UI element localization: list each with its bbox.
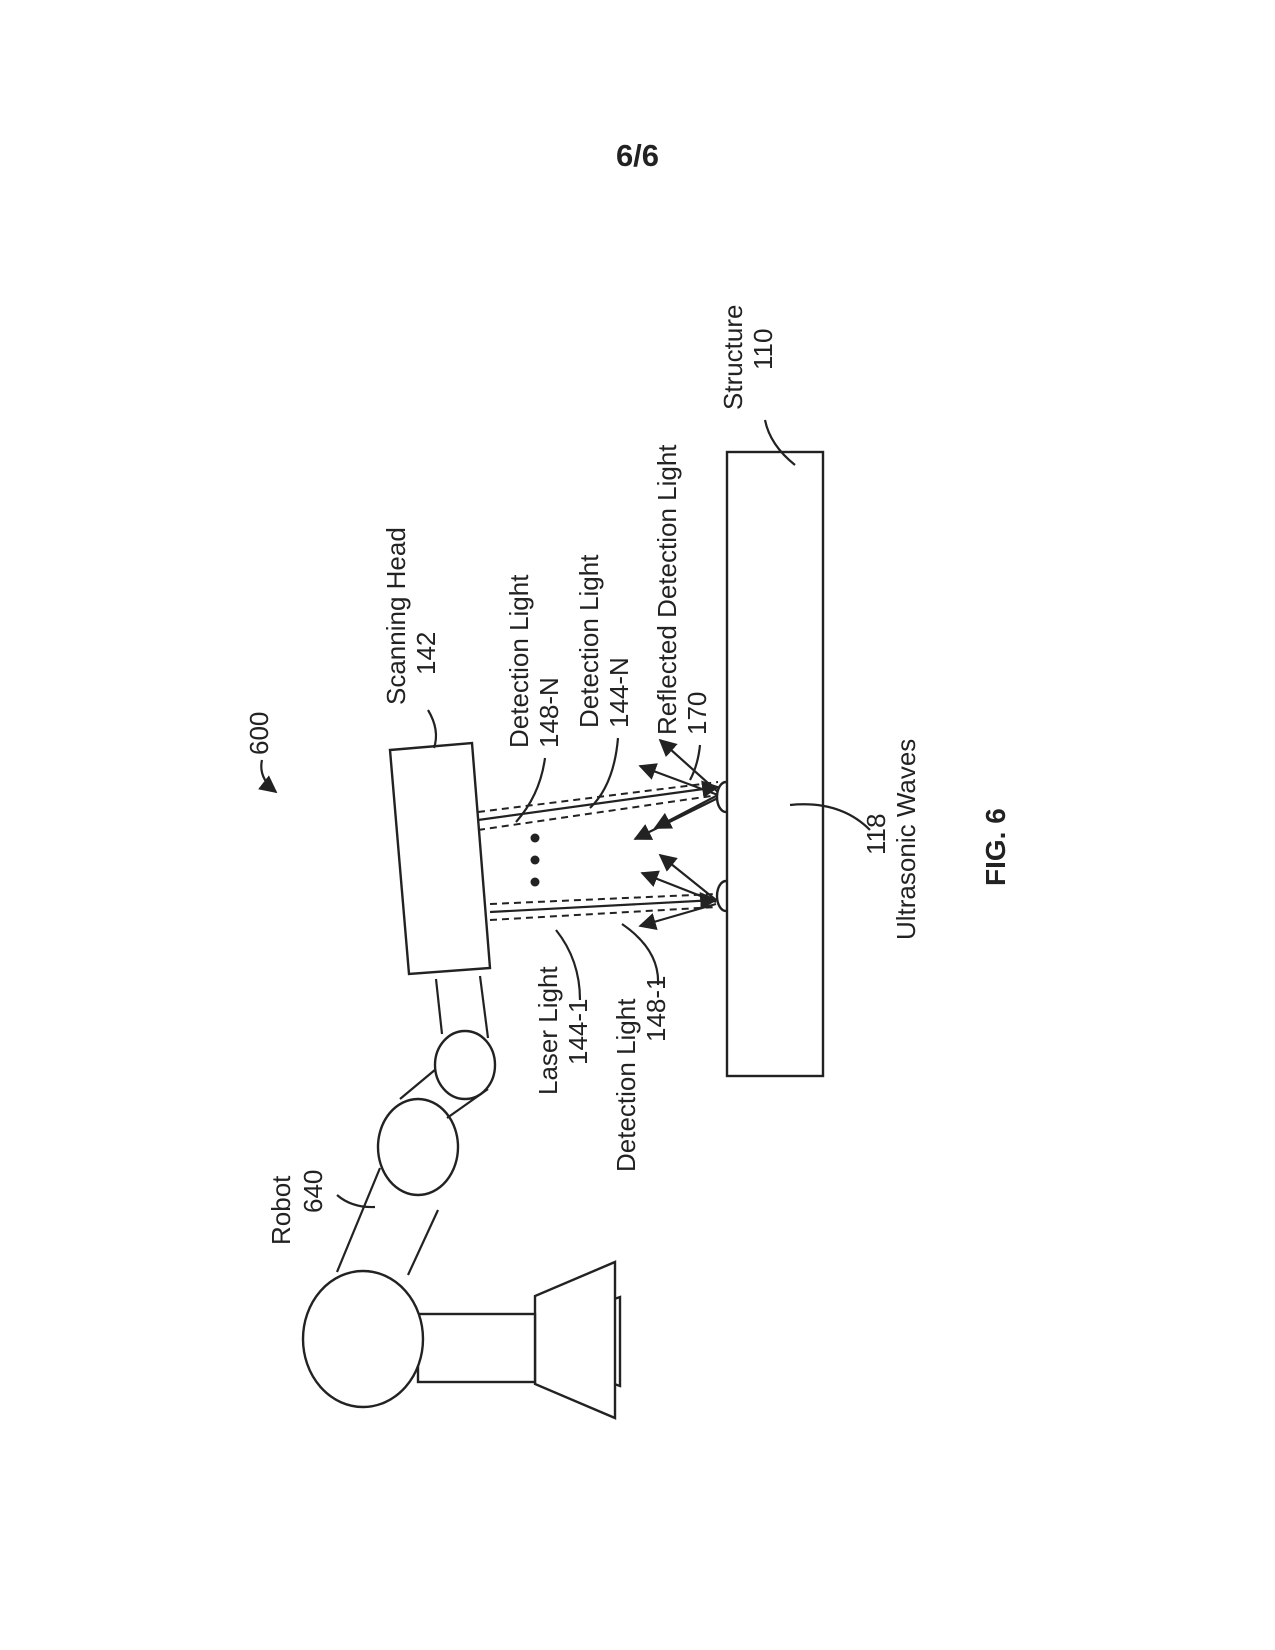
reflected-rays-n <box>633 738 719 840</box>
scanning-head-label: Scanning Head 142 <box>381 527 441 705</box>
beams-channel-1 <box>489 892 718 921</box>
robot-shoulder-joint <box>301 1269 425 1409</box>
svg-text:144-1: 144-1 <box>563 999 593 1066</box>
svg-text:FIG. 6: FIG. 6 <box>980 808 1011 886</box>
detection-light-148n-label: Detection Light 148-N <box>504 574 564 748</box>
svg-text:600: 600 <box>244 712 274 755</box>
robot-label: Robot 640 <box>266 1170 328 1245</box>
svg-text:Structure: Structure <box>718 305 748 411</box>
detection-beam-n-b <box>477 781 719 813</box>
ellipsis-dot-1 <box>530 833 540 843</box>
robot-base <box>533 1260 617 1420</box>
detection-beam-n <box>477 794 719 831</box>
robot-upper-link-a <box>335 1167 382 1273</box>
structure-plate <box>725 450 825 1078</box>
svg-text:Detection Light: Detection Light <box>574 554 604 728</box>
figure-ref-label: 600 <box>244 712 274 755</box>
ultrasonic-waves-name-label: Ultrasonic Waves <box>891 739 921 940</box>
scanning-head-box <box>388 741 492 976</box>
svg-text:Detection Light: Detection Light <box>611 998 641 1172</box>
detection-light-144n-leader <box>589 737 620 809</box>
detection-beam-1 <box>489 906 717 921</box>
svg-text:142: 142 <box>411 632 441 675</box>
svg-text:118: 118 <box>861 814 891 855</box>
robot-wrist-joint <box>433 1029 497 1101</box>
detection-light-148-1-label: Detection Light 148-1 <box>611 976 671 1173</box>
reflected-rays-1 <box>638 853 717 931</box>
robot-upper-link-b <box>407 1209 439 1276</box>
ellipsis-dot-2 <box>530 855 540 865</box>
figure-caption: FIG. 6 <box>980 808 1011 886</box>
robot-wrist-link-a <box>434 978 444 1035</box>
detection-light-148-1-leader <box>621 923 660 986</box>
sheet-number: 6/6 <box>615 138 660 173</box>
reflected-detection-light-leader <box>689 744 702 781</box>
ultrasonic-waves-ref-label: 118 <box>861 814 891 855</box>
laser-light-144-1-label: Laser Light 144-1 <box>533 966 593 1095</box>
ellipsis-dot-3 <box>530 877 540 887</box>
detection-beam-1-b <box>489 893 717 905</box>
svg-text:144-N: 144-N <box>604 657 634 728</box>
reflected-detection-light-label: Reflected Detection Light 170 <box>652 444 712 735</box>
svg-text:170: 170 <box>682 692 712 735</box>
svg-text:Reflected Detection Light: Reflected Detection Light <box>652 444 682 735</box>
robot-elbow-joint <box>376 1097 460 1197</box>
svg-text:Scanning Head: Scanning Head <box>381 527 411 705</box>
robot-wrist-link-b <box>478 975 490 1039</box>
svg-text:Robot: Robot <box>266 1175 296 1245</box>
svg-text:148-1: 148-1 <box>641 976 671 1043</box>
svg-text:Ultrasonic Waves: Ultrasonic Waves <box>891 739 921 940</box>
scanning-head-leader <box>427 709 438 749</box>
laser-light-144-1-leader <box>555 929 582 1001</box>
robot-leader <box>336 1194 376 1209</box>
beams-channel-n <box>477 780 720 831</box>
laser-beam-n <box>477 780 720 822</box>
svg-text:110: 110 <box>748 329 778 370</box>
robot-pillar <box>416 1312 537 1384</box>
robot-arm <box>301 975 622 1420</box>
svg-text:Laser Light: Laser Light <box>533 966 563 1095</box>
svg-text:640: 640 <box>298 1170 328 1213</box>
ultrasonic-waves-leader <box>789 803 871 831</box>
detection-light-144n-label: Detection Light 144-N <box>574 554 634 728</box>
structure-leader <box>763 419 796 466</box>
svg-text:Detection Light: Detection Light <box>504 574 534 748</box>
detection-light-148n-leader <box>515 757 547 823</box>
laser-beam-1 <box>489 892 718 914</box>
figure-ref-arrow <box>258 759 278 794</box>
svg-text:148-N: 148-N <box>534 677 564 748</box>
structure-label: Structure 110 <box>718 305 778 411</box>
